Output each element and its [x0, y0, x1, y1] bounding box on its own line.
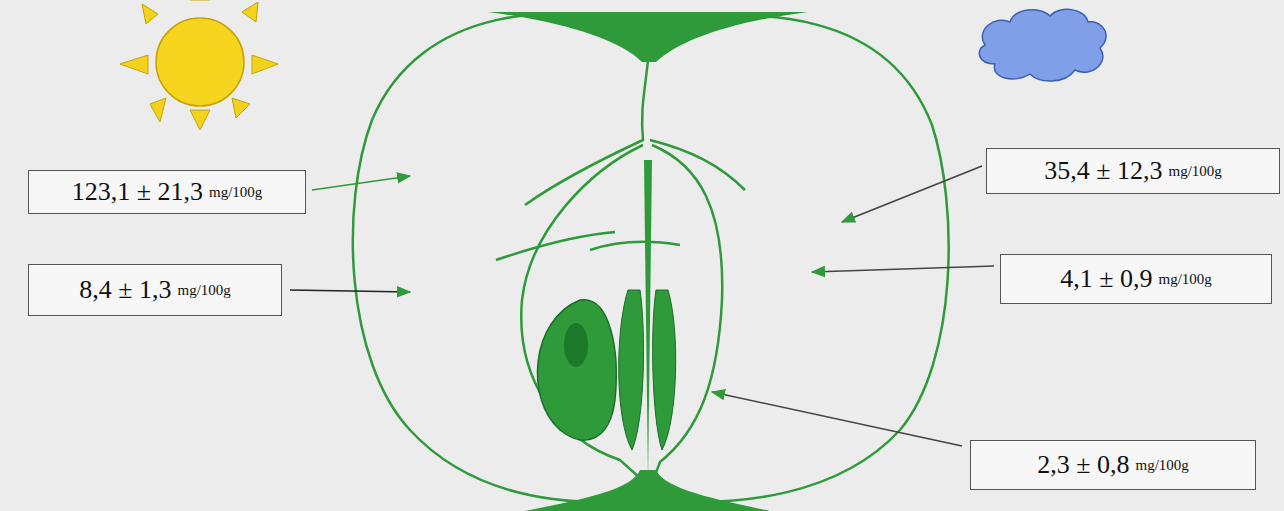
unit-label: mg/100g — [1168, 163, 1221, 180]
value-box: 2,3 ± 0,8 mg/100g — [970, 440, 1256, 490]
leader-arrows — [290, 166, 994, 446]
value-number: 8,4 ± 1,3 — [79, 275, 171, 305]
seed — [619, 290, 644, 450]
stalk-cavity — [488, 12, 808, 62]
value-box: 4,1 ± 0,9 mg/100g — [1000, 254, 1272, 304]
value-number: 4,1 ± 0,9 — [1060, 264, 1152, 294]
sun-symbol — [120, 0, 278, 130]
value-box: 8,4 ± 1,3 mg/100g — [28, 264, 282, 316]
unit-label: mg/100g — [177, 282, 230, 299]
core-strand — [644, 160, 652, 480]
apple-section — [353, 14, 949, 502]
value-box: 123,1 ± 21,3 mg/100g — [28, 170, 306, 214]
seed — [653, 290, 676, 450]
value-box: 35,4 ± 12,3 mg/100g — [986, 148, 1280, 194]
calyx — [525, 470, 770, 511]
cloud-symbol — [979, 9, 1106, 81]
seed — [537, 300, 616, 440]
value-number: 123,1 ± 21,3 — [72, 177, 203, 207]
unit-label: mg/100g — [209, 184, 262, 201]
value-number: 2,3 ± 0,8 — [1037, 450, 1129, 480]
unit-label: mg/100g — [1158, 271, 1211, 288]
unit-label: mg/100g — [1135, 457, 1188, 474]
seed-kernel — [564, 323, 588, 367]
value-number: 35,4 ± 12,3 — [1044, 156, 1162, 186]
